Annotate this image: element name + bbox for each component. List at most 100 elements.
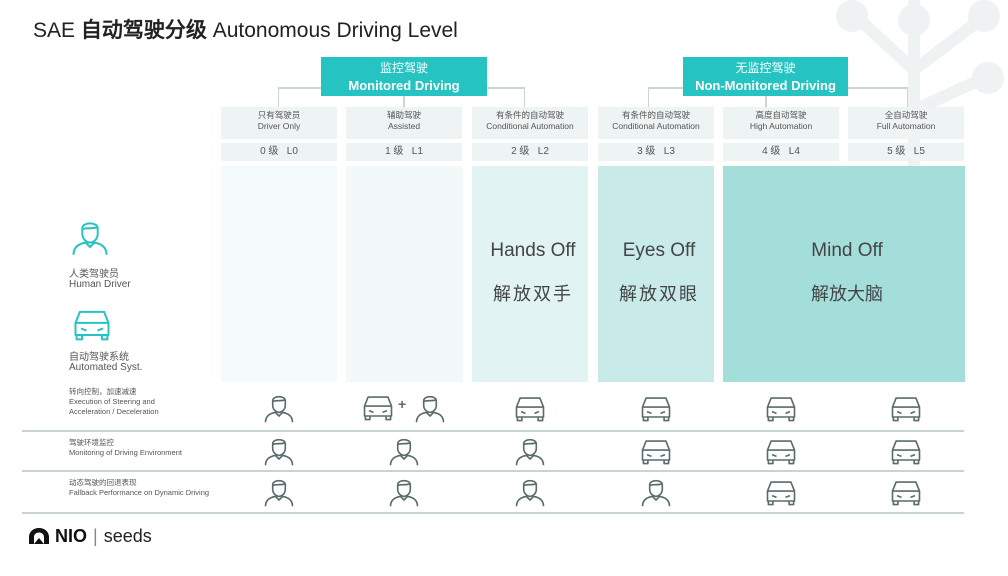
bracket-line xyxy=(765,96,767,107)
row-label-steering: 转向控制，加速减速 Execution of Steering and Acce… xyxy=(69,387,219,417)
row-label-cn: 驾驶环境监控 xyxy=(69,438,114,447)
level-code: L5 xyxy=(913,146,925,157)
row-label-cn: 转向控制，加速减速 xyxy=(69,387,137,396)
page-title: SAE 自动驾驶分级 Autonomous Driving Level xyxy=(33,14,458,44)
human-icon xyxy=(512,433,548,472)
human-icon xyxy=(386,474,422,513)
level-number-l0: 0 级 L0 xyxy=(221,143,337,161)
col-bg-l1 xyxy=(346,166,463,382)
row-label-en: Acceleration / Deceleration xyxy=(69,407,159,416)
bracket-monitored xyxy=(278,87,525,107)
level-cn: 有条件的自动驾驶 xyxy=(495,110,564,120)
level-cn: 有条件的自动驾驶 xyxy=(621,110,690,120)
row-label-en: Execution of Steering and xyxy=(69,397,155,406)
row-label-cn: 动态驾驶的回退表现 xyxy=(69,478,137,487)
human-icon xyxy=(638,474,674,513)
col-bg-l0 xyxy=(221,166,337,382)
human-icon xyxy=(261,390,297,429)
stage-eyes-off-en: Eyes Off xyxy=(622,240,696,261)
row-divider xyxy=(22,430,964,432)
group-monitored-cn: 监控驾驶 xyxy=(379,61,428,75)
human-icon xyxy=(512,474,548,513)
stage-hands-off-en: Hands Off xyxy=(490,240,576,261)
car-icon xyxy=(512,393,548,428)
level-num: 0 级 xyxy=(260,146,279,157)
logo-brand: NIO xyxy=(55,526,88,546)
level-num: 3 级 xyxy=(637,146,656,157)
title-bold: 自动驾驶分级 xyxy=(80,19,207,42)
row-divider xyxy=(22,470,964,472)
human-driver-icon xyxy=(72,222,108,255)
level-en: Full Automation xyxy=(876,121,936,131)
level-num: 1 级 xyxy=(385,146,404,157)
level-code: L4 xyxy=(788,146,800,157)
title-suffix: Autonomous Driving Level xyxy=(212,19,458,42)
group-monitored-en: Monitored Driving xyxy=(348,78,460,93)
bracket-line xyxy=(403,96,405,107)
car-icon xyxy=(638,393,674,428)
group-non-monitored: 无监控驾驶 Non-Monitored Driving xyxy=(683,57,848,96)
group-non-monitored-cn: 无监控驾驶 xyxy=(735,61,796,75)
car-icon xyxy=(888,436,924,471)
human-icon xyxy=(261,433,297,472)
level-code: L2 xyxy=(537,146,549,157)
circuit-tree-decoration xyxy=(836,0,1004,175)
level-cn: 辅助驾驶 xyxy=(386,110,421,120)
level-cn: 全自动驾驶 xyxy=(884,110,928,120)
car-icon xyxy=(638,436,674,471)
car-icon xyxy=(763,436,799,471)
col-bg-l3 xyxy=(598,166,714,382)
level-en: Conditional Automation xyxy=(612,121,700,131)
legend-human-cn: 人类驾驶员 xyxy=(69,269,119,280)
col-bg-l4-l5 xyxy=(723,166,965,382)
bracket-line xyxy=(848,87,907,89)
level-cn: 只有驾驶员 xyxy=(257,110,301,120)
car-icon xyxy=(763,477,799,512)
level-en: Driver Only xyxy=(257,121,301,131)
plus-sign: + xyxy=(398,396,407,412)
logo-product: seeds xyxy=(103,526,152,546)
row-label-monitoring: 驾驶环境监控 Monitoring of Driving Environment xyxy=(69,438,219,458)
car-icon xyxy=(888,477,924,512)
stage-hands-off-cn: 解放双手 xyxy=(493,284,573,304)
logo-separator: | xyxy=(93,526,98,546)
legend-human-en: Human Driver xyxy=(69,279,131,290)
level-number-l1: 1 级 L1 xyxy=(346,143,462,161)
level-number-l3: 3 级 L3 xyxy=(598,143,714,161)
title-prefix: SAE xyxy=(33,19,76,42)
level-en: High Automation xyxy=(749,121,813,131)
level-number-l5: 5 级 L5 xyxy=(848,143,964,161)
car-icon xyxy=(888,393,924,428)
level-en: Assisted xyxy=(387,121,421,131)
level-number-l4: 4 级 L4 xyxy=(723,143,839,161)
bracket-line xyxy=(487,87,524,89)
level-num: 2 级 xyxy=(511,146,530,157)
bracket-line xyxy=(278,87,321,89)
row-divider xyxy=(22,512,964,514)
level-code: L0 xyxy=(286,146,298,157)
row-label-en: Fallback Performance on Dynamic Driving xyxy=(69,488,210,497)
human-icon xyxy=(412,390,448,429)
car-icon xyxy=(763,393,799,428)
legend-auto-cn: 自动驾驶系统 xyxy=(69,352,129,363)
bracket-line xyxy=(648,87,683,89)
row-label-en: Monitoring of Driving Environment xyxy=(69,448,182,457)
level-cn: 高度自动驾驶 xyxy=(755,110,807,120)
legend-auto-en: Automated Syst. xyxy=(69,362,143,373)
bracket-non-monitored xyxy=(648,87,908,107)
car-icon xyxy=(360,392,396,427)
nio-logo-icon xyxy=(29,528,49,544)
level-num: 5 级 xyxy=(887,146,906,157)
level-num: 4 级 xyxy=(762,146,781,157)
level-number-l2: 2 级 L2 xyxy=(472,143,588,161)
col-bg-l2 xyxy=(472,166,588,382)
level-code: L3 xyxy=(663,146,675,157)
group-monitored: 监控驾驶 Monitored Driving xyxy=(321,57,487,96)
automated-system-icon xyxy=(74,310,110,341)
